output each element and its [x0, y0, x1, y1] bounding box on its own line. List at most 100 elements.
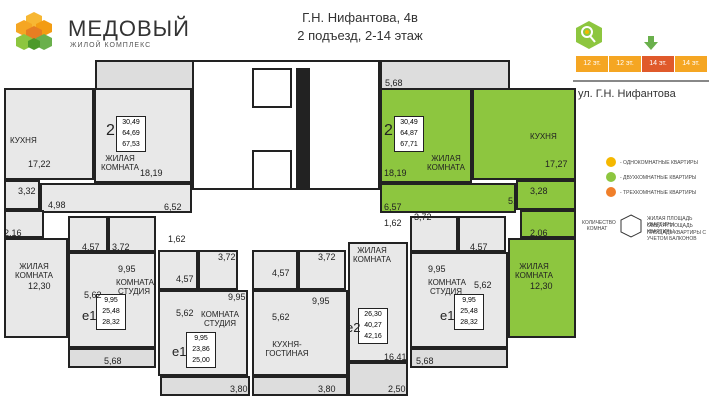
core-wall: [296, 68, 310, 190]
area-label: 3,28: [530, 186, 548, 196]
area-label: 3,72: [112, 242, 130, 252]
area-label: 1,62: [384, 218, 402, 228]
room-label: КУХНЯ-ГОСТИНАЯ: [265, 340, 309, 358]
room-label: ЖИЛАЯ КОМНАТА: [15, 262, 53, 280]
mid-studio-hall[interactable]: [198, 250, 238, 290]
left-bedroom[interactable]: [4, 238, 68, 338]
right-studio-hall[interactable]: [410, 216, 458, 252]
floor-tab-2[interactable]: 12 эт.: [609, 56, 641, 72]
left-hall[interactable]: [4, 180, 40, 210]
search-hex-icon[interactable]: [574, 20, 604, 50]
legend-three-room: - ТРЕХКОМНАТНЫЕ КВАРТИРЫ: [620, 190, 697, 196]
room-label: ЖИЛАЯ КОМНАТА: [353, 246, 391, 264]
area-label: 5,68: [385, 78, 403, 88]
right-corridor[interactable]: [380, 183, 516, 213]
room-label: ЖИЛАЯ КОМНАТА: [101, 154, 139, 172]
area-label: 5,62: [474, 280, 492, 290]
room-label: КУХНЯ: [10, 136, 37, 145]
area-label: 1,62: [168, 234, 186, 244]
area-label: 9,95: [312, 296, 330, 306]
bottom-balcony-right[interactable]: [410, 348, 508, 368]
street-name: ул. Г.Н. Нифантова: [578, 88, 676, 100]
legend-three-room-icon: [606, 187, 616, 197]
balcony-area: 67,71: [400, 141, 418, 148]
legend-key-hex-icon: [619, 214, 643, 238]
left-kitchen[interactable]: [4, 88, 94, 180]
legend-key-line-3: ПЛОЩАДЬ КВАРТИРЫ С УЧЕТОМ БАЛКОНОВ: [647, 230, 706, 242]
street-line: [573, 80, 709, 82]
area-label: 9,95: [228, 292, 246, 302]
left-bathroom[interactable]: [4, 210, 44, 238]
floor-tab-label: 12 эт.: [616, 60, 634, 67]
euro-hall[interactable]: [298, 250, 346, 290]
room-label: ЖИЛАЯ КОМНАТА: [427, 154, 465, 172]
floor-tab-1[interactable]: 12 эт.: [576, 56, 608, 72]
area-label: 5,62: [84, 290, 102, 300]
apartment-info-studio-right[interactable]: 9,95 25,48 28,32: [454, 294, 484, 330]
brand-title: МЕДОВЫЙ: [68, 16, 190, 41]
room-label: КОМНАТА СТУДИЯ: [428, 278, 466, 296]
floor-tab-4[interactable]: 14 эт.: [675, 56, 707, 72]
total-area: 25,48: [460, 308, 478, 315]
floor-tab-label: 12 эт.: [583, 60, 601, 67]
living-area: 9,95: [462, 297, 476, 304]
elevator-2: [252, 150, 292, 190]
left-studio-bathroom[interactable]: [68, 216, 108, 252]
floor-plan: 5,68 5,68 КУХНЯ 17,22 ЖИЛАЯ КОМНАТА 18,1…: [0, 56, 580, 404]
bottom-balcony-euro-2[interactable]: [348, 362, 408, 396]
bottom-balcony-left[interactable]: [68, 348, 156, 368]
room-label: КУХНЯ: [530, 132, 557, 141]
area-label: 17,27: [545, 159, 568, 169]
right-studio-bathroom[interactable]: [458, 216, 506, 252]
area-label: 4,57: [272, 268, 290, 278]
area-label: 5,68: [104, 356, 122, 366]
area-label: 2,06: [530, 228, 548, 238]
euro-bathroom[interactable]: [252, 250, 298, 290]
room-count: 2: [384, 122, 393, 139]
balcony-area: 28,32: [460, 319, 478, 326]
bottom-balcony-mid[interactable]: [160, 376, 250, 396]
area-label: 3,80: [230, 384, 248, 394]
address-line-1: Г.Н. Нифантова, 4в: [302, 10, 418, 25]
right-bathroom[interactable]: [520, 210, 576, 238]
mid-studio-bathroom[interactable]: [158, 250, 198, 290]
area-label: 18,19: [384, 168, 407, 178]
area-label: 18,19: [140, 168, 163, 178]
bottom-balcony-euro[interactable]: [252, 376, 348, 396]
total-area: 40,27: [364, 322, 382, 329]
area-label: 17,22: [28, 159, 51, 169]
area-label: 3,80: [318, 384, 336, 394]
total-area: 25,48: [102, 308, 120, 315]
area-label: 16,41: [384, 352, 407, 362]
area-label: 5,62: [176, 308, 194, 318]
total-area: 64,69: [122, 130, 140, 137]
right-kitchen[interactable]: [472, 88, 576, 180]
total-area: 64,87: [400, 130, 418, 137]
living-area: 30,49: [400, 119, 418, 126]
living-area: 26,30: [364, 311, 382, 318]
floor-tab-label: 14 эт.: [682, 60, 700, 67]
left-studio-hall[interactable]: [108, 216, 156, 252]
floor-tab-3[interactable]: 14 эт.: [642, 56, 674, 72]
balcony-area: 67,53: [122, 141, 140, 148]
legend-rooms-count: КОЛИЧЕСТВО КОМНАТ: [582, 220, 616, 232]
living-area: 9,95: [104, 297, 118, 304]
area-label: 4,57: [176, 274, 194, 284]
area-label: 3,72: [414, 212, 432, 222]
room-count: e1: [440, 308, 455, 323]
euro-kitchen-living[interactable]: [252, 290, 348, 376]
area-label: 6,57: [384, 202, 402, 212]
right-bedroom[interactable]: [508, 238, 576, 338]
area-label: 4,57: [82, 242, 100, 252]
apartment-info-right-2[interactable]: 30,49 64,87 67,71: [394, 116, 424, 152]
legend-one-room-icon: [606, 157, 616, 167]
right-hall[interactable]: [516, 180, 576, 210]
area-label: 12,30: [28, 281, 51, 291]
floor-tab-label: 14 эт.: [649, 60, 667, 67]
legend-two-room: - ДВУХКОМНАТНЫЕ КВАРТИРЫ: [620, 175, 697, 181]
left-corridor[interactable]: [40, 183, 192, 213]
